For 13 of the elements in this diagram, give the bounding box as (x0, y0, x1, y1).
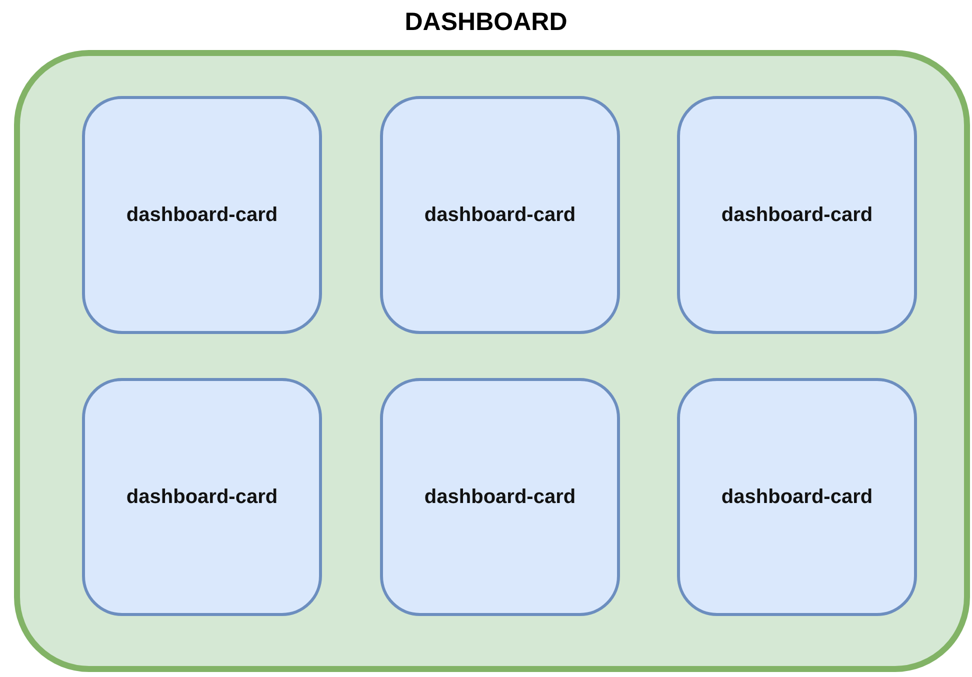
dashboard-title: DASHBOARD (404, 8, 568, 37)
dashboard-card (380, 378, 620, 616)
dashboard-card (82, 378, 322, 616)
card-label: dashboard-card (126, 204, 278, 226)
card-label: dashboard-card (424, 486, 576, 508)
card-label: dashboard-card (721, 486, 873, 508)
dashboard-card (677, 378, 917, 616)
card-label: dashboard-card (424, 204, 576, 226)
dashboard-card (82, 96, 322, 334)
dashboard-card (677, 96, 917, 334)
card-label: dashboard-card (721, 204, 873, 226)
dashboard-card (380, 96, 620, 334)
card-label: dashboard-card (126, 486, 278, 508)
